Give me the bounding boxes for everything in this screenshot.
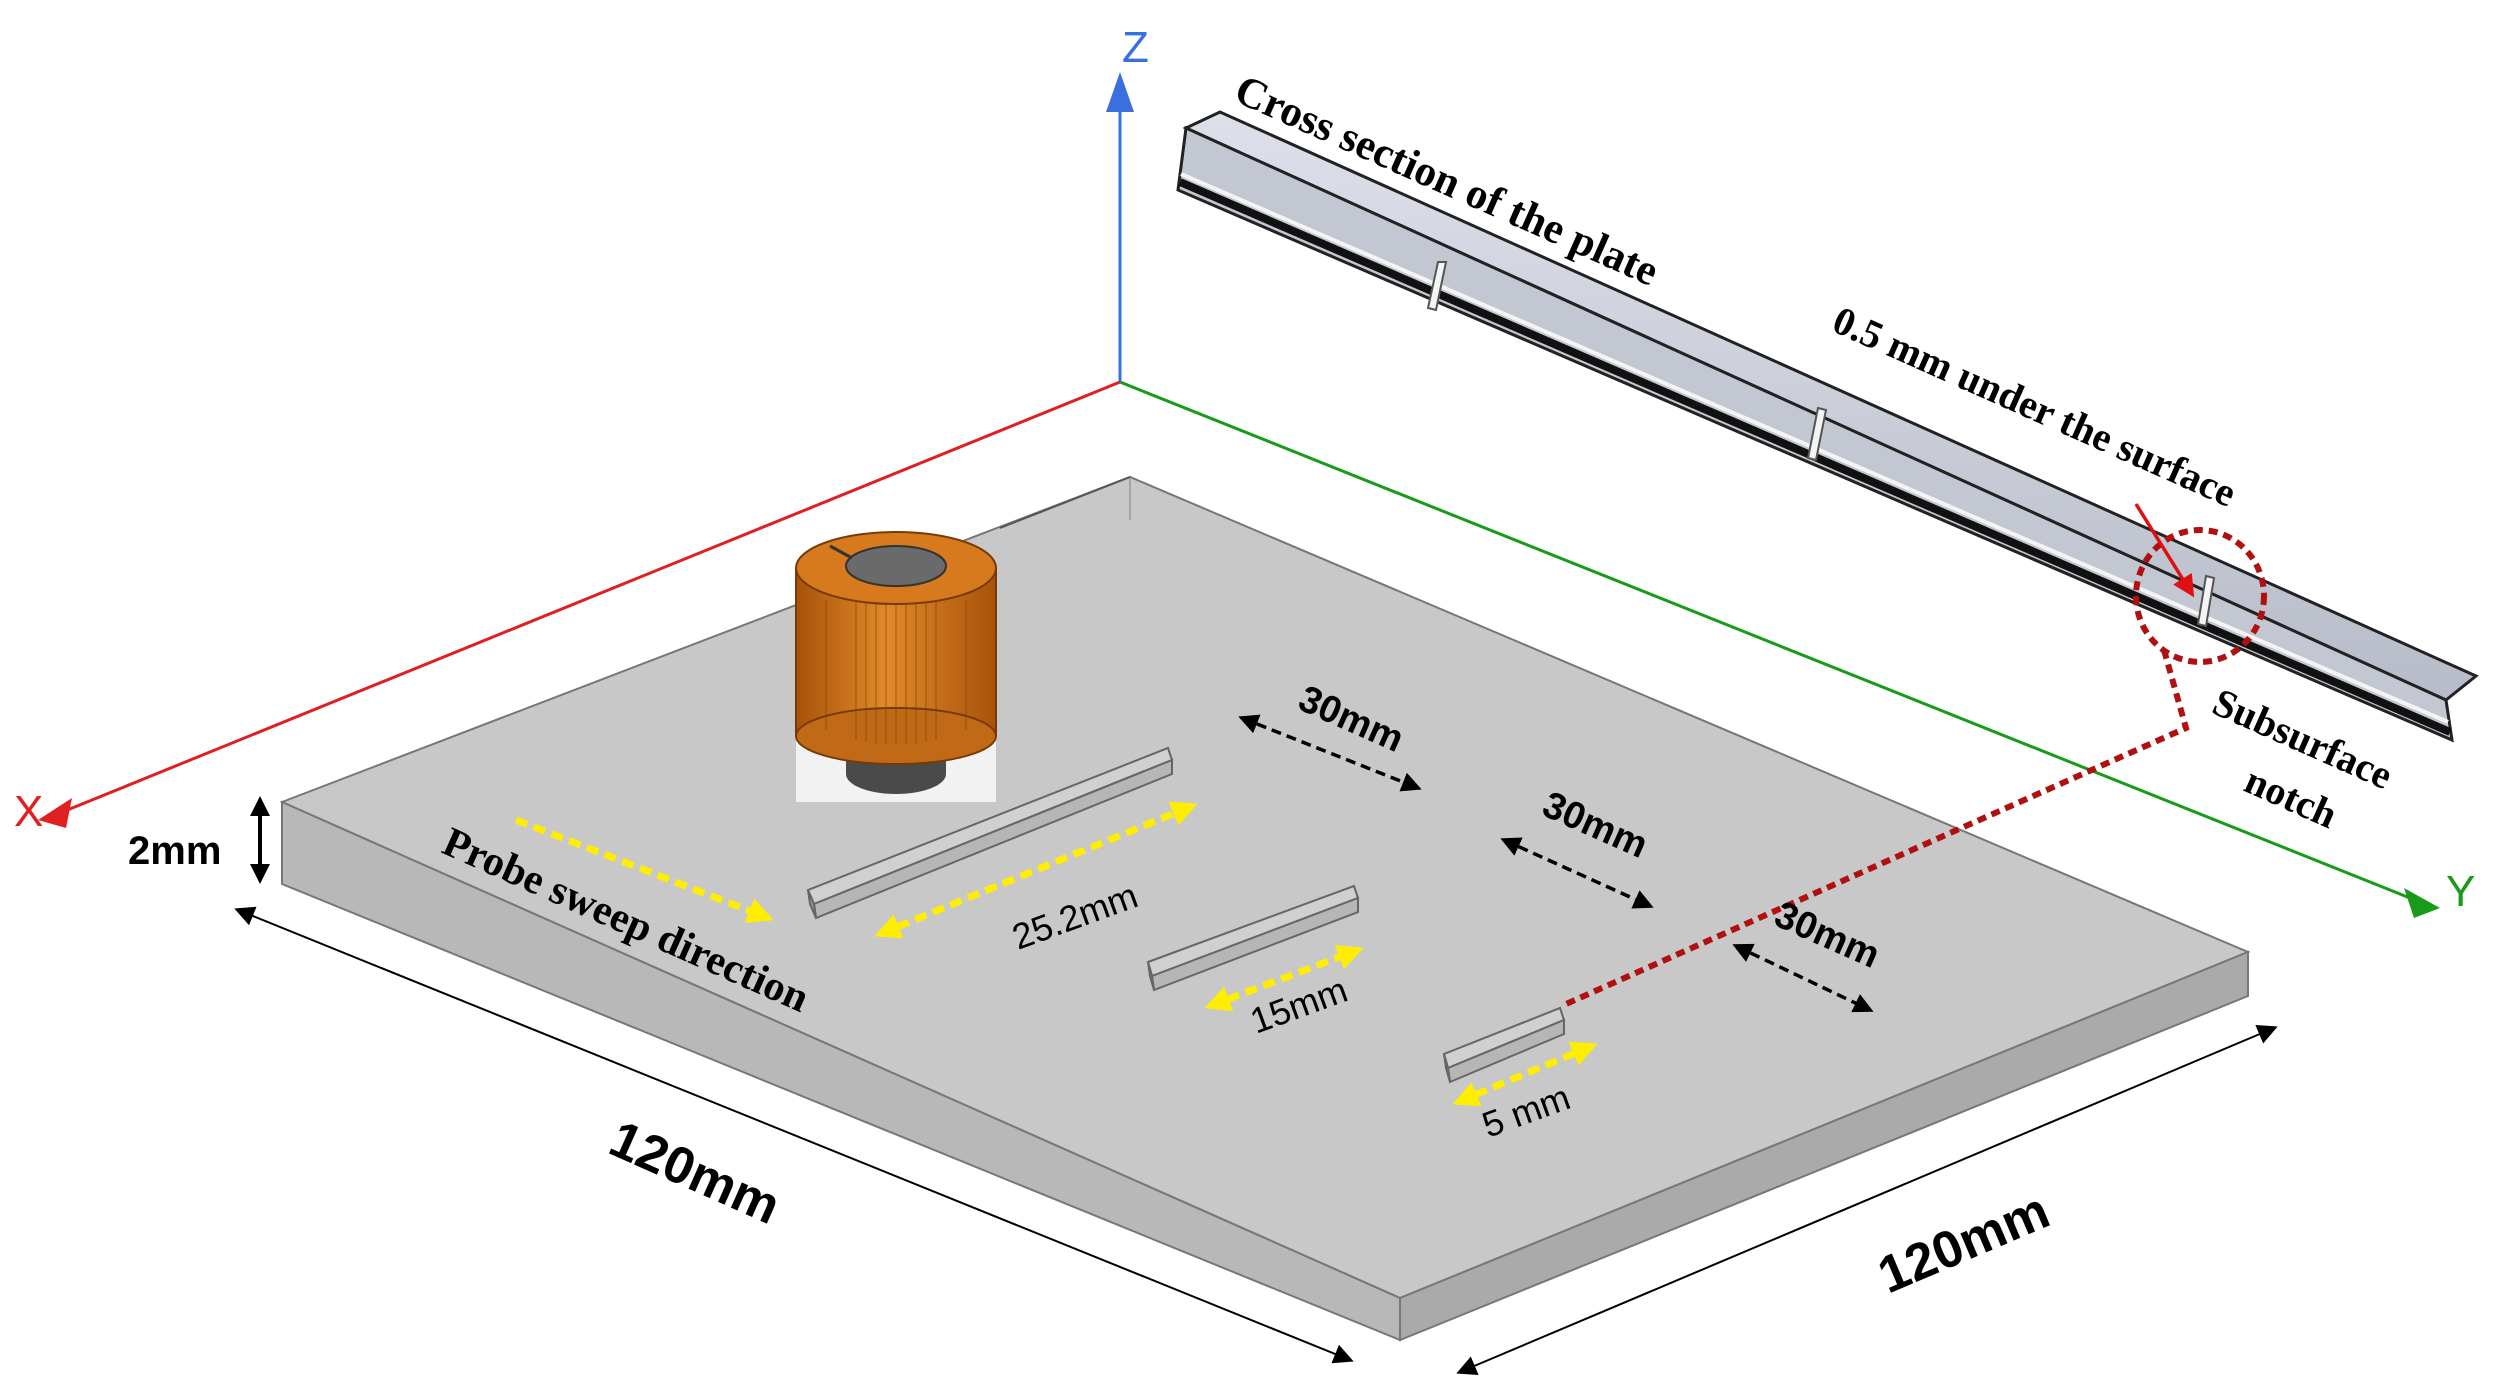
spacing-arrow-3: [1732, 943, 1874, 1013]
z-axis-label: Z: [1122, 23, 1149, 72]
cross-section-notch-2: [1806, 406, 1828, 462]
under-surface-pointer-arrow: [2134, 503, 2195, 598]
x-axis-line: [54, 380, 1121, 817]
subsurface-connector-line: [1564, 649, 2190, 1007]
x-axis-arrowhead: [38, 798, 72, 828]
spacing-arrows: [1238, 714, 1874, 1013]
subsurface-notch-circle: [2133, 527, 2267, 665]
probe-sweep-arrow: [514, 816, 774, 923]
probe-coil-windings: [825, 580, 967, 744]
probe: [795, 531, 997, 802]
plate-back-top-line: [999, 476, 1131, 529]
thickness-label: 2mm: [128, 829, 221, 873]
subsurface-highlight: [1564, 503, 2267, 1007]
y-axis-arrowhead: [2404, 888, 2440, 918]
front-width-dimension: [234, 906, 1354, 1364]
dimension-lines: [234, 796, 2278, 1375]
cross-section-notch-3: [2196, 574, 2216, 628]
coordinate-axes: X Y Z: [14, 23, 2475, 918]
probe-core-top: [845, 545, 947, 587]
z-axis-arrowhead: [1106, 72, 1134, 112]
right-width-label: 120mm: [1870, 1182, 2058, 1305]
probe-wire: [829, 544, 853, 560]
cross-section-notch-1: [1426, 261, 1448, 312]
right-width-dimension: [1456, 1025, 2278, 1375]
y-axis-label: Y: [2446, 867, 2475, 916]
x-axis-label: X: [14, 787, 43, 836]
front-width-label: 120mm: [601, 1110, 788, 1236]
y-axis-line: [1119, 380, 2421, 904]
spacing-arrow-2: [1500, 837, 1654, 909]
cross-section: [1176, 110, 2479, 743]
